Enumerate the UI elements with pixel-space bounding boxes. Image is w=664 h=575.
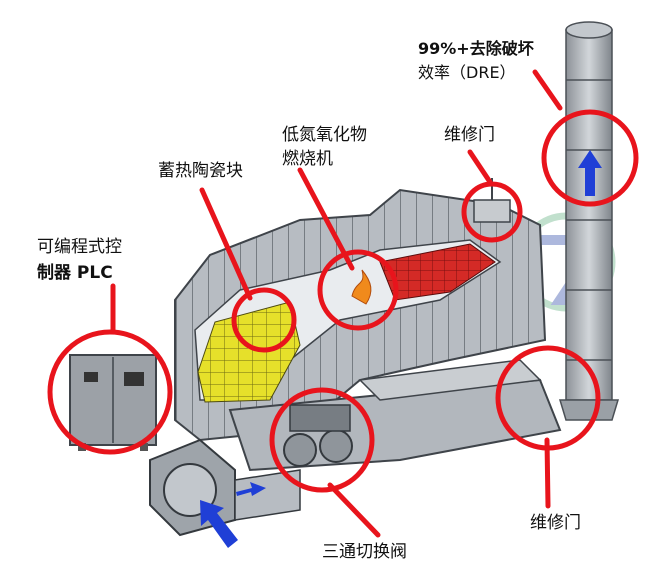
valve-label: 三通切换阀 <box>322 542 407 562</box>
door-bottom-label: 维修门 <box>530 513 581 533</box>
burner-label-line1: 低氮氧化物 <box>282 125 367 145</box>
duct-arrow <box>236 482 266 496</box>
ceramic-circle <box>231 287 297 353</box>
dre-circle <box>541 109 639 207</box>
callout-circles <box>47 109 639 493</box>
switching-valves <box>283 404 353 467</box>
dre-label-line1: 99%+去除破坏 <box>418 39 534 58</box>
burner-circle <box>317 249 399 331</box>
exhaust-stack <box>558 21 620 421</box>
burner-label-line2: 燃烧机 <box>282 149 333 169</box>
plc-cabinet <box>69 354 157 451</box>
valve-circle <box>269 387 375 493</box>
plc-label-line2: 制器 PLC <box>37 263 113 283</box>
callout-leaders <box>110 69 563 538</box>
door-top-circle <box>461 181 523 243</box>
fan-inlet-arrow <box>200 500 238 548</box>
door-bottom-circle <box>495 345 601 451</box>
ceramic-label: 蓄热陶瓷块 <box>158 161 243 181</box>
dre-label-line2: 效率（DRE） <box>418 63 516 82</box>
stack-up-arrow <box>578 150 602 196</box>
rto-chamber <box>174 188 562 472</box>
plc-label-line1: 可编程式控 <box>37 237 122 257</box>
airflow-arrows <box>200 150 602 548</box>
door-top-label: 维修门 <box>444 125 495 145</box>
plc-circle <box>47 329 173 455</box>
